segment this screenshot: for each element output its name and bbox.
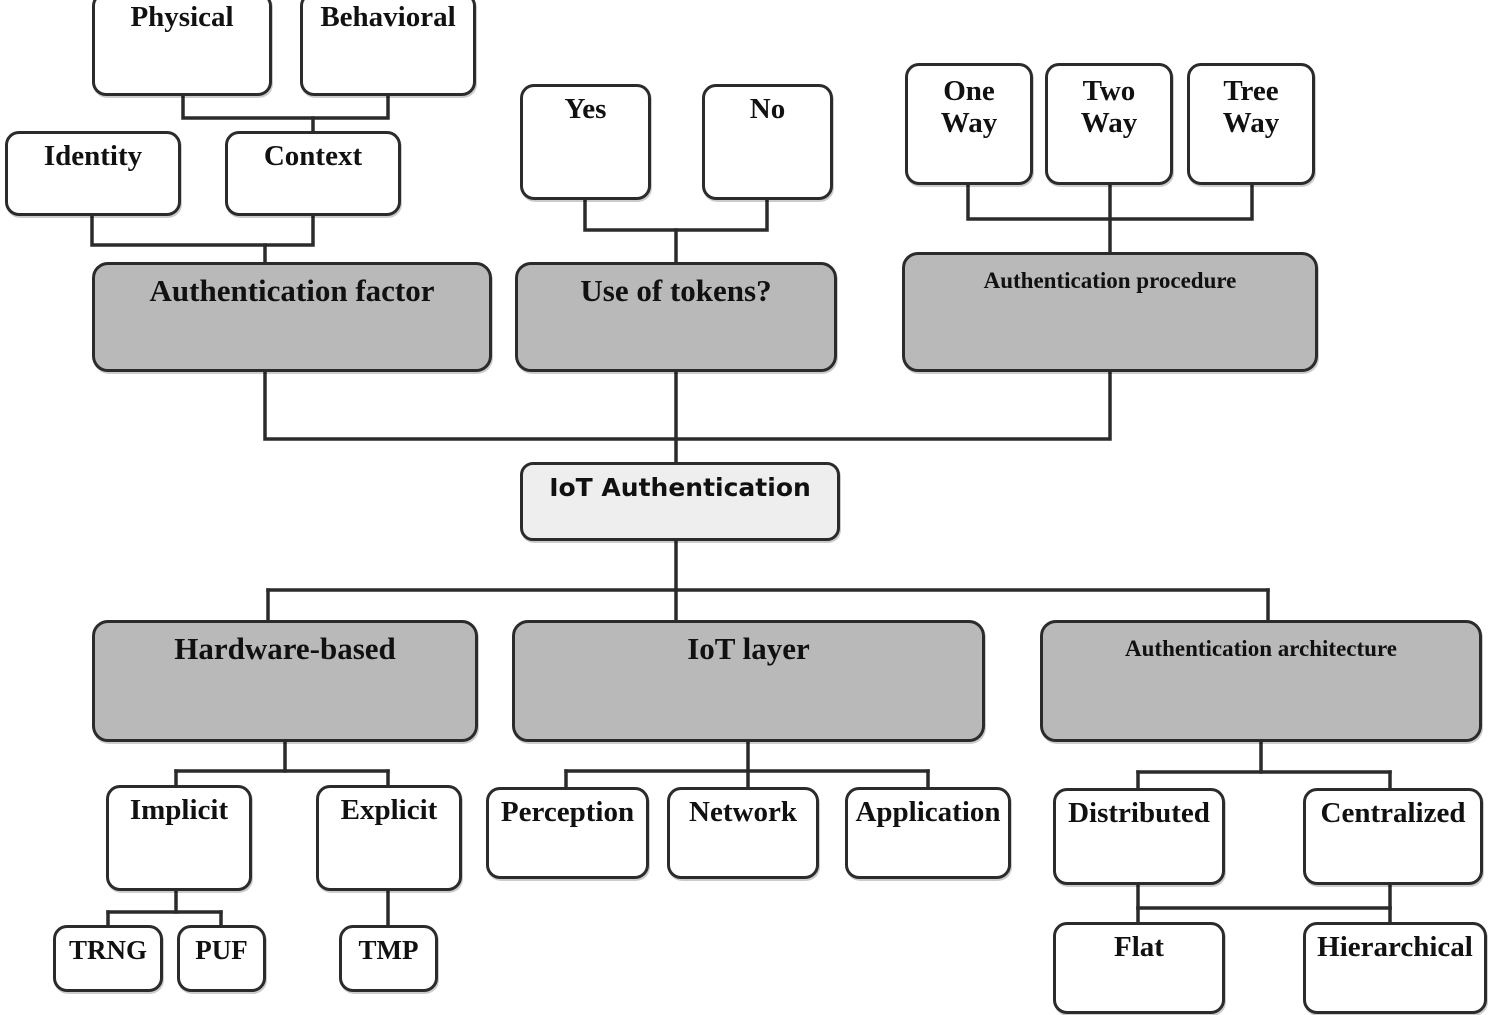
node-flat[interactable]: Flat: [1053, 922, 1225, 1014]
category-authentication-procedure[interactable]: Authentication procedure: [902, 252, 1318, 372]
node-flat-label: Flat: [1114, 931, 1164, 963]
category-authentication-architecture-label: Authentication architecture: [1125, 636, 1397, 661]
category-authentication-architecture[interactable]: Authentication architecture: [1040, 620, 1482, 742]
node-no-label: No: [749, 93, 786, 125]
category-iot-layer[interactable]: IoT layer: [512, 620, 985, 742]
node-tree-way[interactable]: Tree Way: [1187, 63, 1315, 185]
category-authentication-procedure-label: Authentication procedure: [983, 268, 1237, 293]
node-trng[interactable]: TRNG: [53, 925, 163, 992]
node-perception-label: Perception: [500, 796, 635, 828]
node-tmp-label: TMP: [358, 935, 419, 965]
node-perception[interactable]: Perception: [486, 787, 649, 879]
node-behavioral-label: Behavioral: [320, 1, 456, 33]
node-network[interactable]: Network: [667, 787, 819, 879]
node-tmp[interactable]: TMP: [339, 925, 438, 992]
category-use-of-tokens[interactable]: Use of tokens?: [515, 262, 837, 372]
node-puf[interactable]: PUF: [177, 925, 266, 992]
node-implicit[interactable]: Implicit: [106, 785, 252, 891]
category-hardware-based[interactable]: Hardware-based: [92, 620, 478, 742]
node-no[interactable]: No: [702, 84, 833, 200]
category-hardware-based-label: Hardware-based: [174, 631, 396, 666]
node-identity-label: Identity: [43, 140, 143, 172]
node-yes-label: Yes: [564, 93, 607, 125]
category-iot-layer-label: IoT layer: [687, 631, 810, 666]
node-two-way[interactable]: Two Way: [1045, 63, 1173, 185]
node-application-label: Application: [855, 796, 1001, 828]
node-two-way-label: Two Way: [1080, 75, 1138, 140]
node-one-way[interactable]: One Way: [905, 63, 1033, 185]
node-hierarchical-label: Hierarchical: [1317, 931, 1473, 963]
node-context[interactable]: Context: [225, 131, 401, 216]
node-centralized[interactable]: Centralized: [1303, 788, 1483, 885]
node-puf-label: PUF: [195, 935, 248, 965]
node-application[interactable]: Application: [845, 787, 1011, 879]
node-implicit-label: Implicit: [129, 794, 229, 826]
node-one-way-label: One Way: [940, 75, 998, 140]
node-physical[interactable]: Physical: [92, 0, 272, 96]
category-authentication-factor[interactable]: Authentication factor: [92, 262, 492, 372]
node-tree-way-label: Tree Way: [1222, 75, 1280, 140]
node-context-label: Context: [263, 140, 363, 172]
category-authentication-factor-label: Authentication factor: [149, 273, 435, 308]
node-centralized-label: Centralized: [1320, 797, 1466, 829]
node-explicit[interactable]: Explicit: [316, 785, 462, 891]
node-trng-label: TRNG: [68, 935, 147, 965]
node-yes[interactable]: Yes: [520, 84, 651, 200]
node-identity[interactable]: Identity: [5, 131, 181, 216]
node-explicit-label: Explicit: [340, 794, 438, 826]
root-iot-authentication[interactable]: IoT Authentication: [520, 462, 840, 541]
node-hierarchical[interactable]: Hierarchical: [1303, 922, 1487, 1014]
node-distributed[interactable]: Distributed: [1053, 788, 1225, 885]
node-distributed-label: Distributed: [1068, 797, 1210, 829]
root-iot-authentication-label: IoT Authentication: [549, 473, 811, 502]
category-use-of-tokens-label: Use of tokens?: [580, 273, 772, 308]
node-physical-label: Physical: [130, 1, 234, 33]
node-behavioral[interactable]: Behavioral: [300, 0, 476, 96]
node-network-label: Network: [689, 796, 797, 828]
